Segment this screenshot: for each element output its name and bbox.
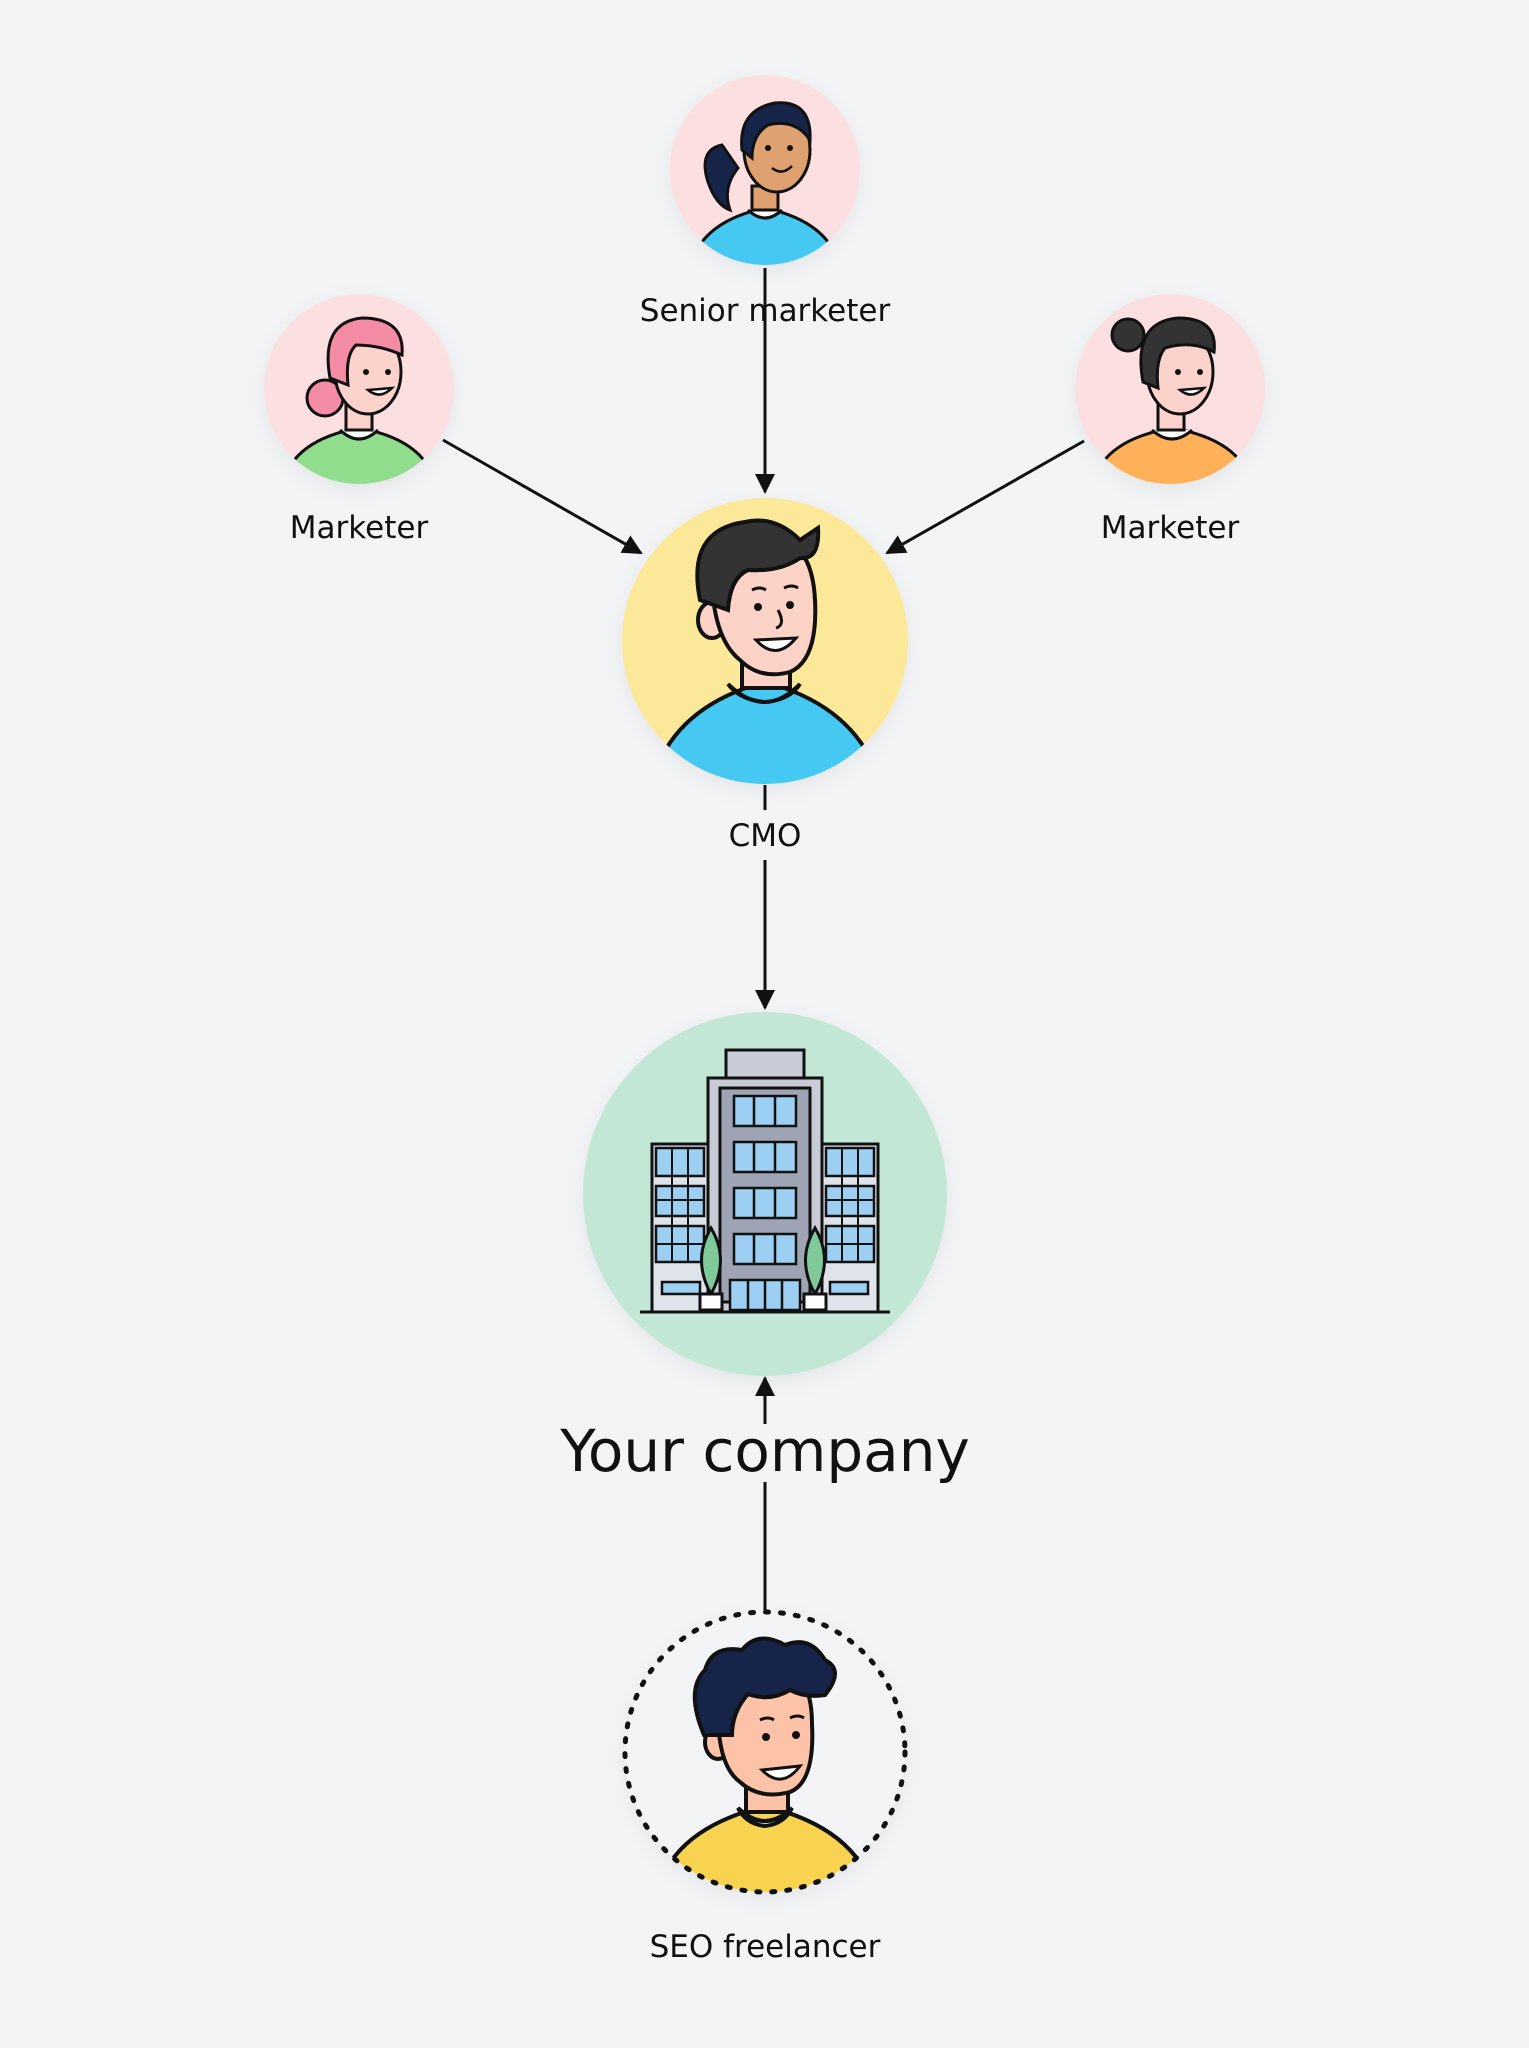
edge-marketer-left-to-cmo xyxy=(442,438,643,555)
edge-marketer-right-to-cmo xyxy=(885,439,1085,555)
label-cmo: CMO xyxy=(728,818,802,854)
woman-avatar-icon xyxy=(1090,316,1254,484)
label-senior-marketer: Senior marketer xyxy=(639,293,891,329)
label-your-company: Your company xyxy=(560,1417,970,1485)
label-marketer-left: Marketer xyxy=(289,510,429,546)
node-marketer-left xyxy=(264,294,454,484)
dotted-border xyxy=(622,1609,908,1895)
node-cmo xyxy=(622,498,908,784)
man-avatar-icon xyxy=(652,1636,878,1892)
node-senior-marketer xyxy=(670,75,860,265)
woman-avatar-icon xyxy=(280,316,438,484)
office-building-icon xyxy=(640,1048,890,1314)
node-seo-freelancer xyxy=(622,1609,908,1895)
node-company xyxy=(583,1012,947,1376)
node-marketer-right xyxy=(1075,294,1265,484)
label-seo-freelancer: SEO freelancer xyxy=(649,1929,881,1965)
label-marketer-right: Marketer xyxy=(1100,510,1240,546)
